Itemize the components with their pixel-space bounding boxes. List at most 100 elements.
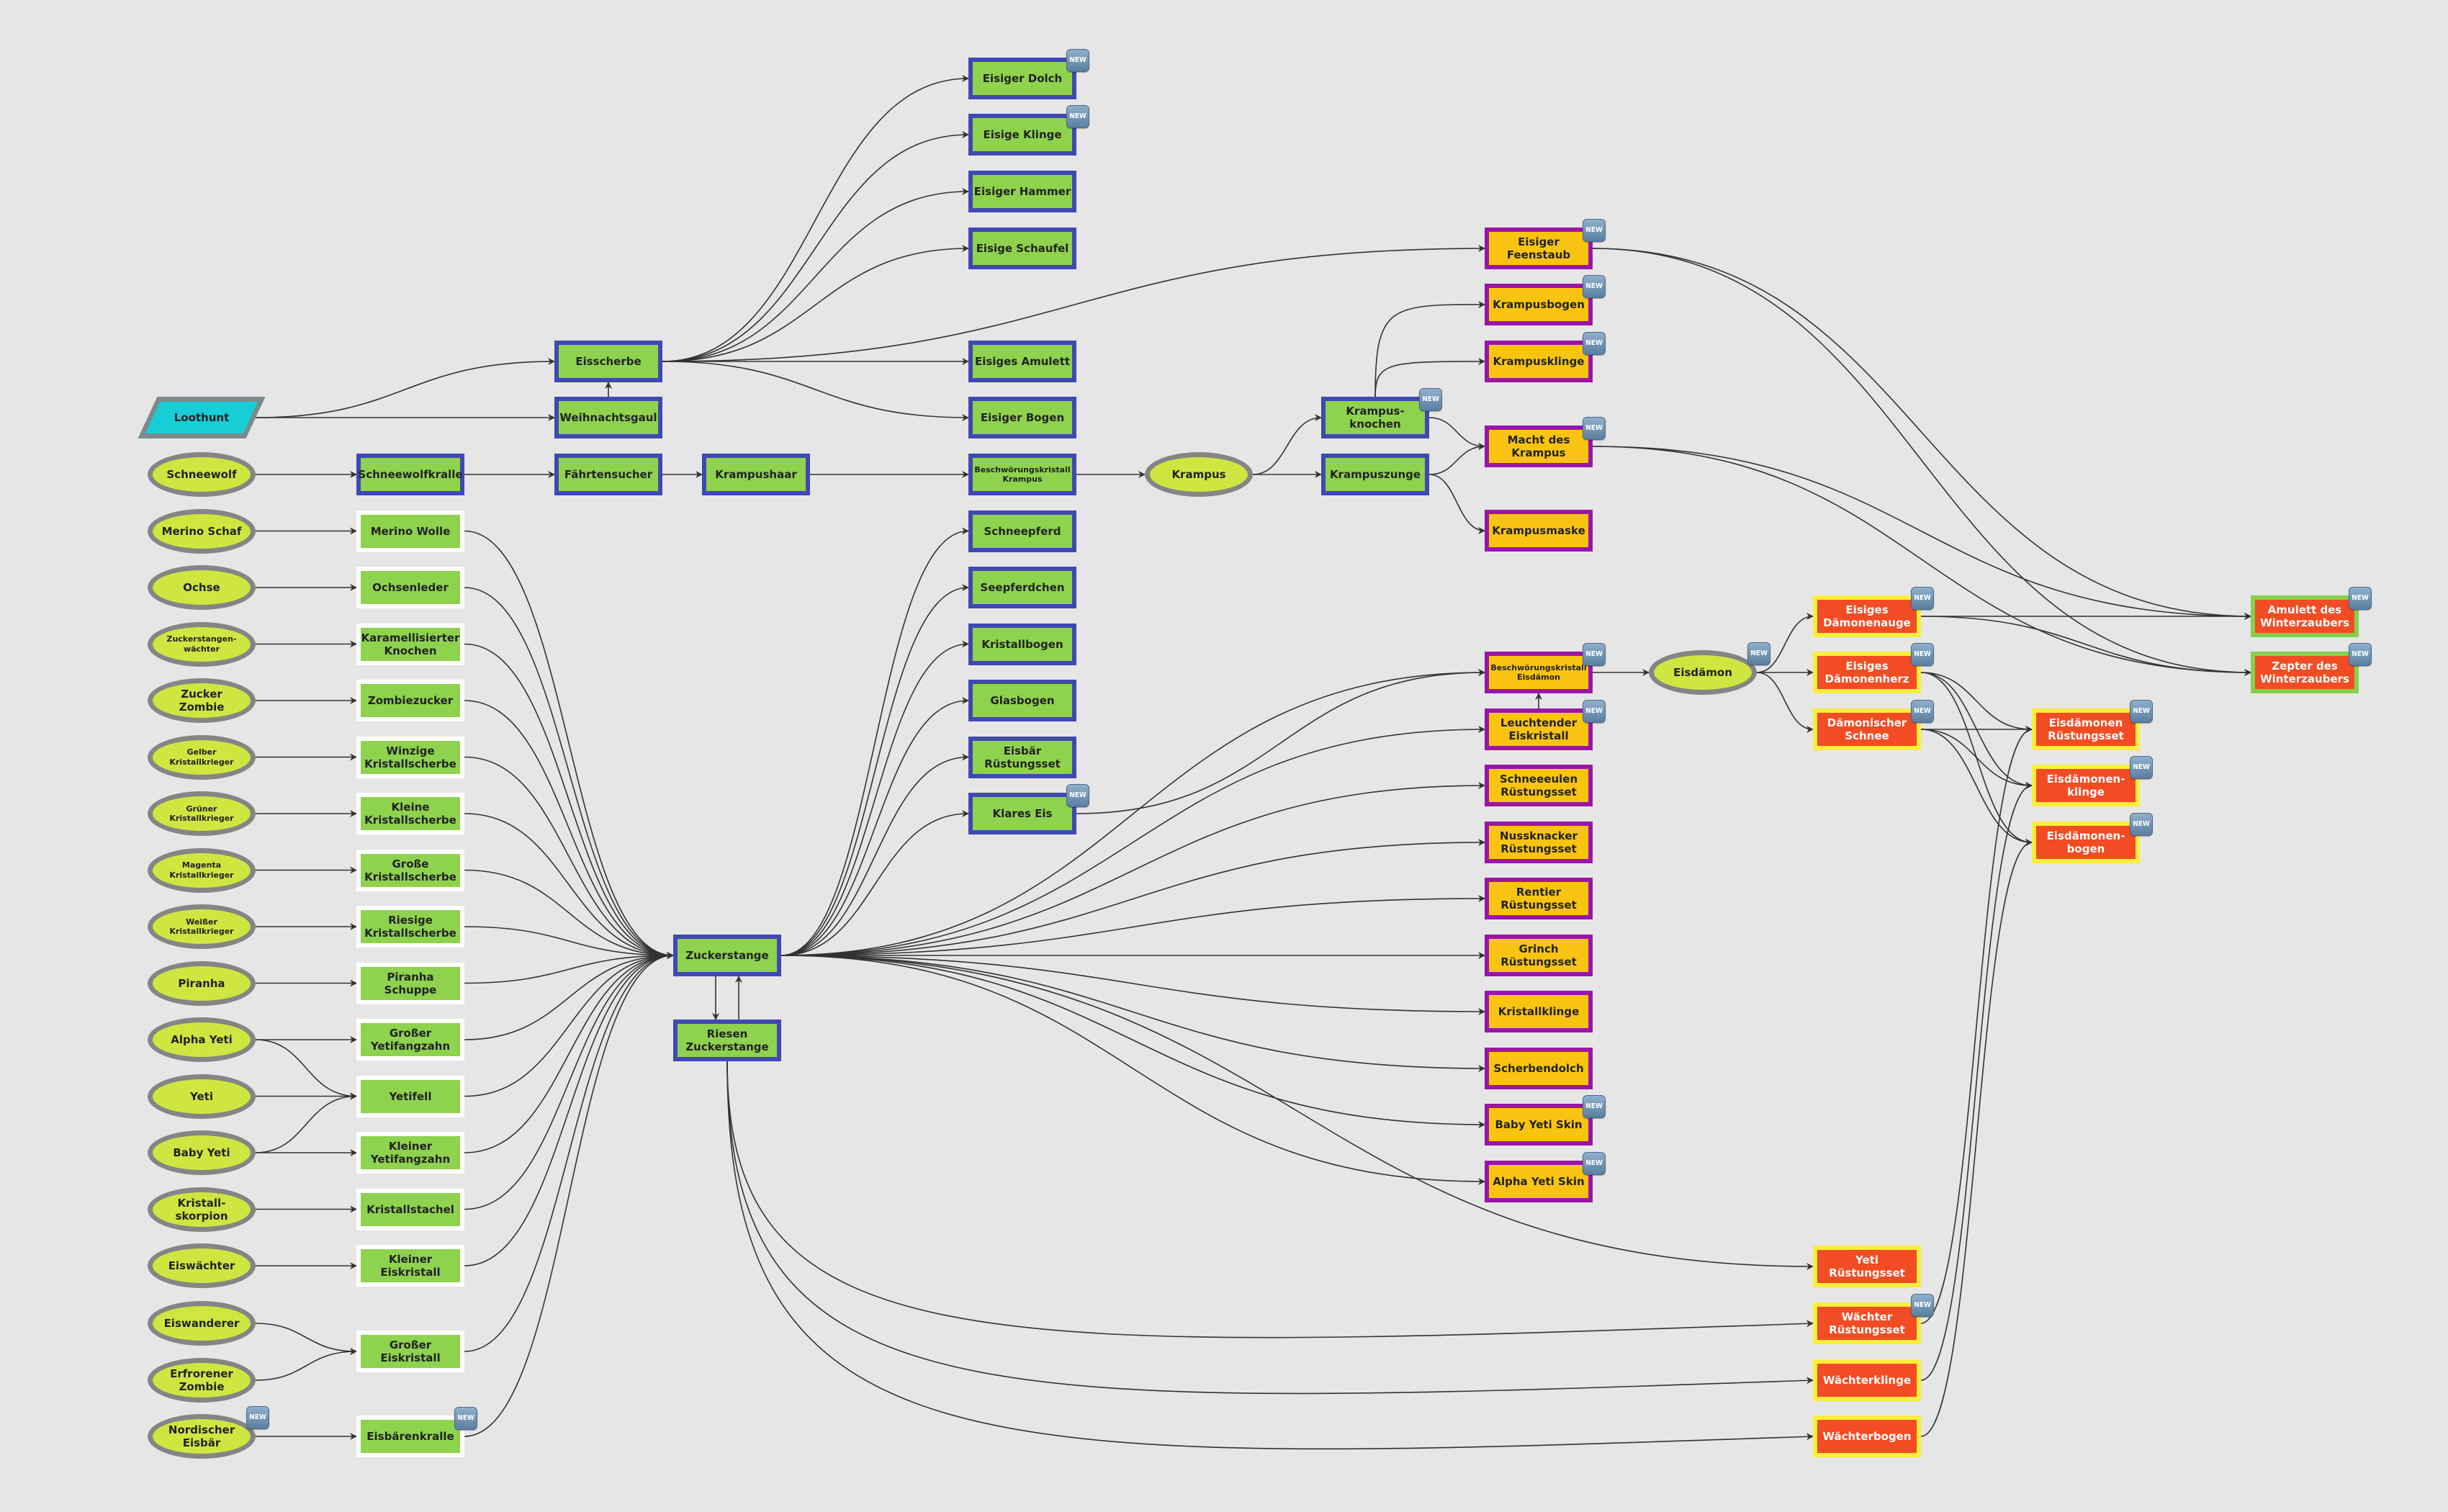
node-nussknackerrs[interactable]: Nussknacker Rüstungsset	[1485, 822, 1593, 863]
node-krampusmaske[interactable]: Krampusmaske	[1485, 510, 1593, 552]
edge-eisdaemon-to-daemonenauge	[1756, 613, 1814, 673]
node-eiswaechter[interactable]: Eiswächter	[148, 1243, 256, 1288]
node-grinchrs[interactable]: Grinch Rüstungsset	[1485, 935, 1593, 976]
node-grossereisk[interactable]: Großer Eiskristall	[356, 1331, 464, 1372]
edge-riesenzs-to-waechterrs	[726, 1061, 1814, 1338]
edge-zuckerstange-to-yetirs	[780, 955, 1814, 1270]
node-krampus[interactable]: Krampus	[1145, 452, 1253, 497]
edge-riesenzs-to-waechterbogen	[726, 1061, 1814, 1450]
node-gelber[interactable]: Gelber Kristallkrieger	[148, 734, 256, 780]
edge-machtkrampus-to-zepterwz	[1592, 446, 2251, 676]
node-merinoschaf[interactable]: Merino Schaf	[148, 508, 256, 554]
node-magenta[interactable]: Magenta Kristallkrieger	[148, 847, 256, 893]
node-eisigerbogen[interactable]: Eisiger Bogen	[968, 397, 1076, 438]
node-grosseryfz[interactable]: Großer Yetifangzahn	[356, 1019, 464, 1061]
node-zombiezucker[interactable]: Zombiezucker	[356, 680, 464, 721]
node-label: Nordischer Eisbär	[168, 1423, 235, 1449]
node-zuckerstange[interactable]: Zuckerstange	[673, 935, 781, 976]
node-weihnachtsgaul[interactable]: Weihnachtsgaul	[554, 397, 662, 438]
node-schneewolf[interactable]: Schneewolf	[148, 452, 256, 497]
node-kskorpion[interactable]: Kristall- skorpion	[148, 1187, 256, 1232]
node-kleinereisk[interactable]: Kleiner Eiskristall	[356, 1245, 464, 1287]
node-zsw[interactable]: Zuckerstangen- wächter	[148, 621, 256, 667]
new-badge-icon: NEW	[2130, 813, 2153, 836]
node-waechterbogen[interactable]: Wächterbogen	[1813, 1416, 1921, 1457]
node-scherbendolch[interactable]: Scherbendolch	[1485, 1048, 1593, 1089]
node-yeti[interactable]: Yeti	[148, 1074, 256, 1119]
node-schneepferd[interactable]: Schneepferd	[968, 510, 1076, 552]
node-label: Kleiner Yetifangzahn	[370, 1140, 451, 1166]
node-loothunt[interactable]: Loothunt	[138, 397, 266, 438]
node-schneeeulenrs[interactable]: Schneeeulen Rüstungsset	[1485, 765, 1593, 806]
node-kristallstachel[interactable]: Kristallstachel	[356, 1188, 464, 1230]
node-krampushaar[interactable]: Krampushaar	[702, 454, 810, 495]
node-waechterklinge[interactable]: Wächterklinge	[1813, 1359, 1921, 1401]
node-eisigesamulett[interactable]: Eisiges Amulett	[968, 341, 1076, 382]
node-grosse[interactable]: Große Kristallscherbe	[356, 849, 464, 891]
edge-zuckerstange-to-rentierrs	[780, 895, 1485, 956]
node-seepferdchen[interactable]: Seepferdchen	[968, 567, 1076, 608]
node-eisbaerrs[interactable]: Eisbär Rüstungsset	[968, 736, 1076, 778]
node-eisigeschaufel[interactable]: Eisige Schaufel	[968, 228, 1076, 269]
node-yetirs[interactable]: Yeti Rüstungsset	[1813, 1246, 1921, 1287]
node-riesige[interactable]: Riesige Kristallscherbe	[356, 906, 464, 948]
node-bkkrampus[interactable]: Beschwörungskristall Krampus	[968, 454, 1076, 495]
node-yetifell[interactable]: Yetifell	[356, 1075, 464, 1117]
node-krampuszunge[interactable]: Krampuszunge	[1321, 454, 1429, 495]
edge-winzige-to-zuckerstange	[464, 756, 674, 959]
edge-loothunt-to-eisscherbe	[255, 358, 555, 418]
node-schneewolfkralle[interactable]: Schneewolfkralle	[356, 454, 464, 495]
node-riesenzs[interactable]: Riesen Zuckerstange	[673, 1020, 781, 1061]
node-piranhaschuppe[interactable]: Piranha Schuppe	[356, 962, 464, 1004]
node-rentierrs[interactable]: Rentier Rüstungsset	[1485, 878, 1593, 919]
node-kleineryfz[interactable]: Kleiner Yetifangzahn	[356, 1132, 464, 1174]
node-karamknochen[interactable]: Karamellisierter Knochen	[356, 623, 464, 665]
edge-feenstaub-to-zepterwz	[1592, 248, 2251, 676]
node-label: Alpha Yeti Skin	[1493, 1175, 1585, 1188]
node-faehrtensucher[interactable]: Fährtensucher	[554, 454, 662, 495]
node-eisigerhammer[interactable]: Eisiger Hammer	[968, 171, 1076, 212]
node-kleine[interactable]: Kleine Kristallscherbe	[356, 793, 464, 834]
node-zuckerzombie[interactable]: Zucker Zombie	[148, 678, 256, 723]
node-ochse[interactable]: Ochse	[148, 565, 256, 610]
node-merinowolle[interactable]: Merino Wolle	[356, 510, 464, 552]
node-winzige[interactable]: Winzige Kristallscherbe	[356, 736, 464, 778]
node-eisscherbe[interactable]: Eisscherbe	[554, 341, 662, 382]
node-label: Zuckerstangen- wächter	[166, 634, 237, 654]
node-ochsenleder[interactable]: Ochsenleder	[356, 567, 464, 608]
node-gruener[interactable]: Grüner Kristallkrieger	[148, 791, 256, 836]
node-erfzombie[interactable]: Erfrorener Zombie	[148, 1358, 256, 1403]
node-alphayeti[interactable]: Alpha Yeti	[148, 1017, 256, 1062]
node-piranha[interactable]: Piranha	[148, 960, 256, 1006]
node-kristallbogen[interactable]: Kristallbogen	[968, 623, 1076, 665]
node-weisser[interactable]: Weißer Kristallkrieger	[148, 904, 256, 949]
node-glasbogen[interactable]: Glasbogen	[968, 680, 1076, 721]
node-babyyeti[interactable]: Baby Yeti	[148, 1130, 256, 1175]
node-kristallklinge[interactable]: Kristallklinge	[1485, 991, 1593, 1032]
node-eiswanderer[interactable]: Eiswanderer	[148, 1301, 256, 1346]
